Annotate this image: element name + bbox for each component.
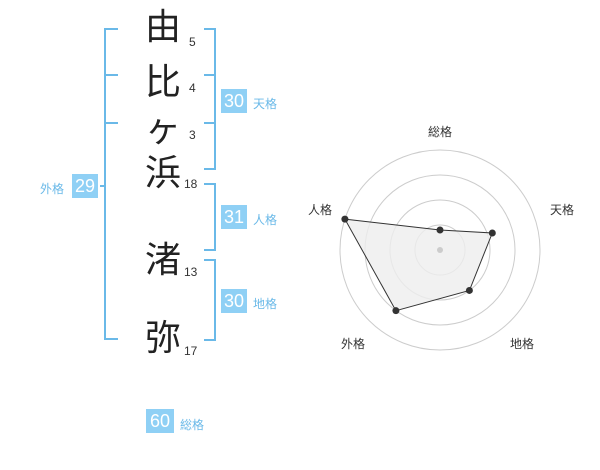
radar-ring: [339, 149, 541, 351]
radar-point-5: [341, 215, 349, 223]
name-char-5: 渚: [144, 240, 181, 281]
radar-axis-label-soukaku: 総格: [428, 125, 453, 139]
gaikaku-label: 外格: [40, 182, 65, 196]
radar-axis-label-tenkaku: 天格: [550, 203, 575, 217]
chikaku-value: 30: [221, 289, 247, 313]
radar-axis-label-chikaku: 地格: [510, 337, 535, 351]
name-char-2: 比: [144, 62, 181, 103]
jinkaku-label: 人格: [253, 213, 278, 227]
soukaku-label: 総格: [180, 418, 205, 432]
stroke-count-5: 13: [184, 265, 198, 279]
stroke-count-6: 17: [184, 344, 198, 358]
jinkaku-value: 31: [221, 205, 247, 229]
stroke-count-4: 18: [184, 177, 198, 191]
radar-point-2: [488, 229, 496, 237]
tenkaku-value: 30: [221, 89, 247, 113]
stroke-count-3: 3: [189, 128, 196, 142]
name-char-6: 弥: [144, 318, 181, 359]
name-char-3: ヶ: [144, 109, 181, 150]
name-char-1: 由: [144, 7, 181, 48]
gaikaku-value: 29: [72, 174, 98, 198]
name-char-4: 浜: [144, 153, 181, 194]
chikaku-label: 地格: [253, 297, 278, 311]
stroke-count-1: 5: [189, 35, 196, 49]
radar-center: [437, 247, 443, 253]
radar-axis-label-jinkaku: 人格: [308, 203, 333, 217]
radar-point-1: [436, 226, 444, 234]
radar-point-3: [465, 286, 473, 294]
stroke-count-2: 4: [189, 81, 196, 95]
radar-axis-label-gaikaku: 外格: [341, 337, 366, 351]
soukaku-value: 60: [146, 409, 174, 433]
tenkaku-label: 天格: [253, 97, 278, 111]
radar-polygon: [343, 218, 494, 312]
radar-point-4: [392, 307, 400, 315]
